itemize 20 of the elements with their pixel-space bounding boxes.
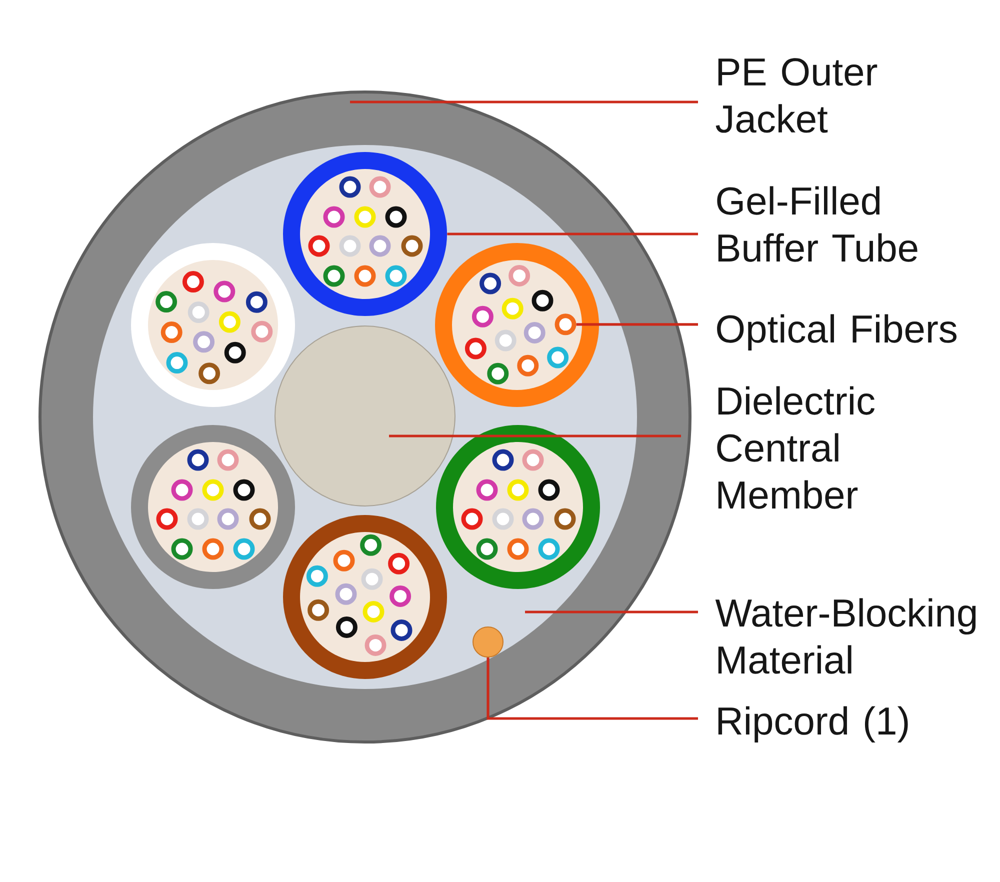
optical-fiber — [554, 314, 576, 336]
central-member — [274, 326, 456, 506]
leader-line — [576, 323, 698, 326]
leader-line — [389, 434, 681, 438]
callout-label: Water-Blocking Material — [715, 598, 976, 674]
leader-line — [350, 100, 698, 104]
callout-label: Optical Fibers — [717, 314, 956, 351]
leader-line — [525, 610, 698, 614]
optical-fiber — [507, 538, 529, 560]
callout-label: Ripcord (1) — [718, 706, 908, 743]
callout-label: PE Outer Jacket — [716, 58, 878, 133]
callout-label: Dielectric Central Member — [717, 386, 874, 509]
optical-fiber — [333, 550, 355, 572]
callout-label: Gel-Filled Buffer Tube — [717, 186, 918, 262]
ripcord — [472, 626, 504, 658]
optical-fiber — [202, 538, 224, 560]
optical-fiber — [160, 322, 182, 344]
leader-line — [486, 658, 698, 720]
optical-fiber — [517, 354, 539, 376]
leader-line — [447, 232, 698, 236]
